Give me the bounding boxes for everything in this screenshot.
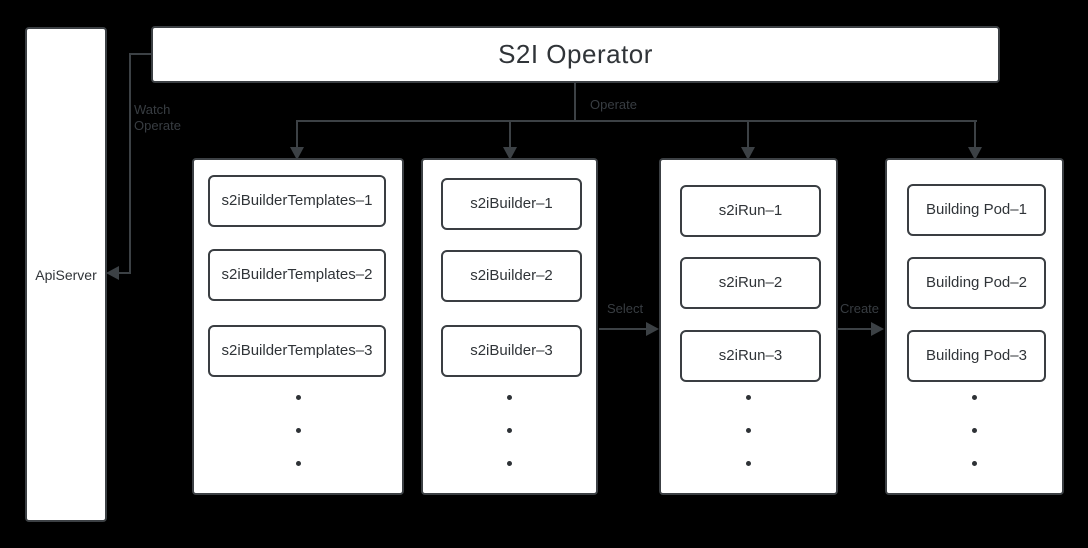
vertical-ellipsis-dots-icon xyxy=(423,395,596,466)
ellipsis-dot xyxy=(295,461,301,466)
operate-connector-stem xyxy=(574,83,576,122)
ellipsis-dot xyxy=(746,428,751,433)
s2i-run-item: s2iRun–1 xyxy=(680,185,821,237)
arrowhead-left-icon xyxy=(106,266,119,280)
watch-operate-connector-segment xyxy=(129,53,131,273)
s2i-builder-templates-item: s2iBuilderTemplates–1 xyxy=(208,175,386,227)
s2i-operator-title: S2I Operator xyxy=(498,39,653,69)
watch-operate-connector-segment xyxy=(130,53,151,55)
operate-label: Operate xyxy=(590,97,637,112)
arrowhead-down-icon xyxy=(968,147,982,160)
s2i-builder-templates-item: s2iBuilderTemplates–2 xyxy=(208,249,386,301)
arrowhead-down-icon xyxy=(503,147,517,160)
watch-operate-label-line2: Operate xyxy=(134,118,181,133)
s2i-run-item: s2iRun–2 xyxy=(680,257,821,309)
s2i-operator-box: S2I Operator xyxy=(151,26,1000,83)
s2i-builder-templates-column: s2iBuilderTemplates–1 s2iBuilderTemplate… xyxy=(192,158,404,495)
apiserver-box: ApiServer xyxy=(25,27,107,522)
watch-operate-label: Watch Operate xyxy=(134,102,181,134)
building-pod-item: Building Pod–1 xyxy=(907,184,1046,236)
building-pod-column: Building Pod–1 Building Pod–2 Building P… xyxy=(885,158,1064,495)
vertical-ellipsis-dots-icon xyxy=(887,395,1062,466)
watch-operate-connector-segment xyxy=(118,272,131,274)
operate-drop-line-3 xyxy=(747,121,749,149)
ellipsis-dot xyxy=(507,461,512,466)
apiserver-label: ApiServer xyxy=(35,266,97,283)
select-arrow-line xyxy=(599,328,648,330)
ellipsis-dot xyxy=(295,428,301,433)
vertical-ellipsis-dots-icon xyxy=(194,395,402,466)
s2i-run-item: s2iRun–3 xyxy=(680,330,821,382)
create-label: Create xyxy=(840,301,880,316)
building-pod-item: Building Pod–2 xyxy=(907,257,1046,309)
operate-drop-line-2 xyxy=(509,121,511,149)
s2i-builder-item: s2iBuilder–1 xyxy=(441,178,582,230)
ellipsis-dot xyxy=(972,428,977,433)
ellipsis-dot xyxy=(507,428,512,433)
arrowhead-down-icon xyxy=(741,147,755,160)
ellipsis-dot xyxy=(972,461,977,466)
s2i-builder-item: s2iBuilder–2 xyxy=(441,250,582,302)
ellipsis-dot xyxy=(746,395,751,400)
s2i-builder-templates-item: s2iBuilderTemplates–3 xyxy=(208,325,386,377)
arrowhead-right-icon xyxy=(871,322,884,336)
create-arrow-line xyxy=(838,328,874,330)
operate-drop-line-4 xyxy=(974,121,976,149)
operate-distribution-line xyxy=(296,120,977,122)
select-label: Select xyxy=(607,301,644,316)
vertical-ellipsis-dots-icon xyxy=(661,395,836,466)
ellipsis-dot xyxy=(507,395,512,400)
s2i-builder-item: s2iBuilder–3 xyxy=(441,325,582,377)
watch-operate-label-line1: Watch xyxy=(134,102,171,117)
s2i-builder-column: s2iBuilder–1 s2iBuilder–2 s2iBuilder–3 xyxy=(421,158,598,495)
ellipsis-dot xyxy=(295,395,301,400)
ellipsis-dot xyxy=(972,395,977,400)
arrowhead-down-icon xyxy=(290,147,304,160)
ellipsis-dot xyxy=(746,461,751,466)
operate-drop-line-1 xyxy=(296,121,298,149)
arrowhead-right-icon xyxy=(646,322,659,336)
building-pod-item: Building Pod–3 xyxy=(907,330,1046,382)
s2i-run-column: s2iRun–1 s2iRun–2 s2iRun–3 xyxy=(659,158,838,495)
